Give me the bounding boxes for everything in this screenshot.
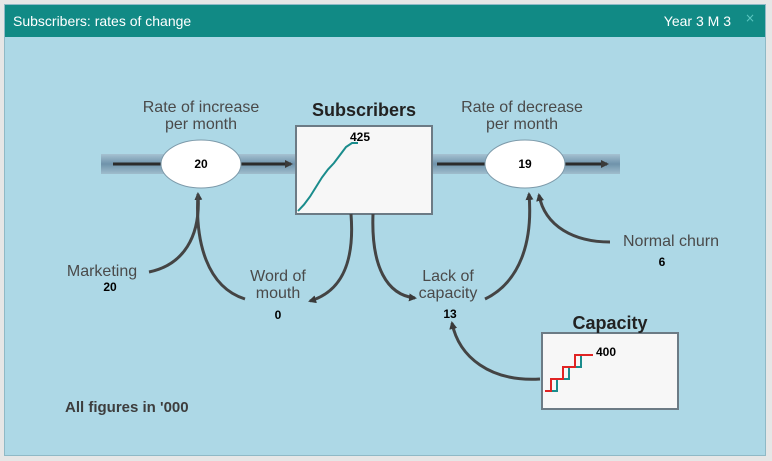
diagram-svg <box>101 125 679 410</box>
word-of-mouth-value: 0 <box>274 308 282 322</box>
title-bar: Subscribers: rates of change Year 3 M 3 … <box>5 5 765 37</box>
outflow-label: Rate of decrease per month <box>461 99 583 133</box>
marketing-value: 20 <box>103 280 117 294</box>
subscribers-stock-box[interactable] <box>295 125 433 215</box>
marketing-label: Marketing <box>66 263 138 280</box>
link-subscribers-to-lackofcapacity <box>371 213 417 302</box>
subscribers-vs-capacity-line <box>545 354 593 392</box>
period-indicator: Year 3 M 3 <box>663 13 731 29</box>
normal-churn-value: 6 <box>658 255 666 269</box>
word-of-mouth-label: Word of mouth <box>250 268 306 302</box>
window-title: Subscribers: rates of change <box>13 13 192 29</box>
link-lackofcapacity-to-decrease <box>484 192 534 301</box>
inflow-valve[interactable] <box>160 139 242 189</box>
link-marketing-to-increase <box>148 192 203 274</box>
stock-flow-diagram: Rate of increase per month 20 Subscriber… <box>5 37 765 455</box>
lack-of-capacity-label: Lack of capacity <box>418 268 478 302</box>
subscribers-title: Subscribers <box>311 100 417 120</box>
normal-churn-label: Normal churn <box>622 233 720 250</box>
close-icon[interactable]: × <box>744 11 755 25</box>
subscribers-value: 425 <box>349 130 371 144</box>
link-wordofmouth-to-increase <box>196 193 246 301</box>
outflow-value: 19 <box>518 157 532 171</box>
simulation-window: Subscribers: rates of change Year 3 M 3 … <box>4 4 766 456</box>
inflow-label: Rate of increase per month <box>142 99 260 133</box>
link-capacity-to-lackofcapacity <box>449 321 541 381</box>
subscribers-mini-chart <box>297 142 358 212</box>
outflow-valve[interactable] <box>484 139 566 189</box>
link-subscribers-to-wordofmouth <box>308 213 354 304</box>
capacity-value: 400 <box>595 345 617 359</box>
capacity-title: Capacity <box>572 313 648 333</box>
lack-of-capacity-value: 13 <box>443 307 457 321</box>
link-churn-to-decrease <box>536 193 611 244</box>
capacity-mini-chart <box>545 354 593 392</box>
subscribers-series-line <box>297 142 358 212</box>
capacity-box[interactable] <box>541 332 679 410</box>
units-footnote: All figures in '000 <box>65 399 189 416</box>
inflow-value: 20 <box>194 157 208 171</box>
